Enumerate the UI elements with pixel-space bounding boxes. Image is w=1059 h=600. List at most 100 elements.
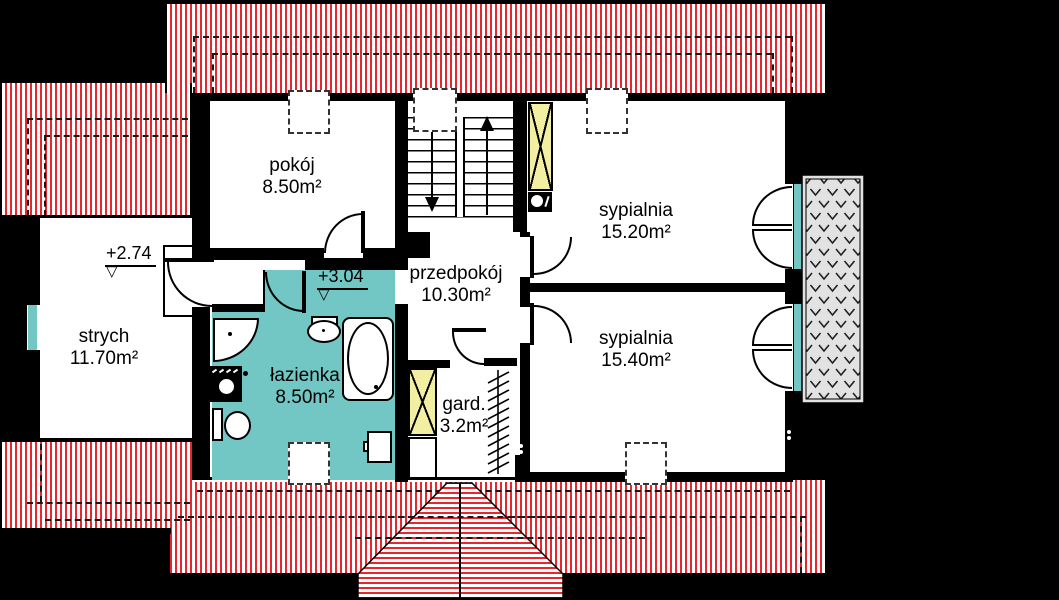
eave-line — [27, 502, 190, 504]
dashed-post — [625, 442, 667, 485]
wall-break-icon — [519, 444, 523, 448]
roof-area-left-upper — [0, 83, 192, 216]
room-name: przedpokój — [409, 263, 503, 284]
wall — [192, 101, 210, 262]
wall — [27, 217, 40, 305]
roof-edge — [825, 480, 827, 573]
eave-line — [44, 135, 188, 137]
roof-edge — [563, 573, 827, 579]
wall — [0, 215, 192, 218]
dashed-post — [288, 442, 330, 485]
wall-break-icon — [519, 450, 523, 454]
roof-edge — [165, 4, 167, 93]
level-value: +3.04 — [317, 266, 368, 290]
room-name: strych — [78, 326, 130, 347]
bathtub-drain — [374, 385, 378, 389]
level-marker: +3.04 ▽ — [317, 266, 368, 303]
level-marker: +2.74 ▽ — [105, 243, 156, 280]
cabinet-box — [367, 431, 392, 463]
eave-line — [212, 53, 772, 55]
room-area: 10.30m² — [421, 285, 491, 306]
roof-gable — [357, 482, 564, 599]
sink-drain — [322, 329, 325, 332]
door-leaf — [452, 328, 486, 332]
roof-edge — [825, 4, 827, 93]
door-leaf — [530, 303, 534, 345]
roof-edge — [0, 81, 166, 83]
eave-line — [45, 519, 190, 521]
room-label-sypialnia-1: sypialnia 15.20m² — [599, 200, 673, 244]
room-label-pokoj: pokój 8.50m² — [262, 155, 321, 199]
door-leaf — [361, 211, 365, 253]
roof-area-left-lower — [0, 442, 193, 530]
eave-line — [27, 118, 29, 216]
washer-door — [219, 379, 234, 394]
dashed-post — [586, 88, 628, 134]
wall — [263, 270, 266, 312]
door-leaf — [752, 344, 792, 346]
room-area: 8.50m² — [275, 387, 335, 408]
wardrobe-rail — [487, 370, 510, 474]
balcony-edge — [794, 172, 866, 174]
wall — [27, 350, 40, 438]
door-leaf — [165, 258, 214, 262]
roof-edge — [0, 83, 2, 215]
wall — [212, 304, 265, 312]
wall — [192, 248, 324, 260]
wall-break-icon — [787, 436, 791, 440]
cabinet-handle — [363, 441, 369, 452]
eave-line — [197, 490, 790, 492]
datum-triangle-icon: ▽ — [106, 263, 118, 280]
wall — [363, 248, 397, 260]
stairs-up-arrowhead-icon — [480, 116, 494, 131]
eave-line — [27, 118, 188, 120]
room-area: 15.40m² — [601, 350, 671, 371]
wall — [484, 358, 517, 366]
balcony-door-glazing — [794, 184, 802, 269]
roof-edge — [0, 442, 2, 530]
toilet-tank — [212, 408, 223, 441]
chimney-shaft — [528, 102, 553, 191]
eave-line — [791, 36, 793, 93]
wall — [395, 232, 430, 258]
room-label-sypialnia-2: sypialnia 15.40m² — [599, 328, 673, 372]
wall-break-icon — [787, 430, 791, 434]
room-label-garderoba: gard. 3.2m² — [440, 394, 489, 438]
door-leaf — [752, 224, 792, 226]
eave-line — [355, 537, 645, 539]
room-label-przedpokoj: przedpokój 10.30m² — [410, 263, 503, 307]
dashed-post — [288, 90, 330, 134]
wall — [192, 307, 210, 479]
balcony-door-glazing — [794, 304, 802, 391]
room-name: gard. — [442, 394, 486, 415]
eave-line — [212, 53, 214, 93]
room-area: 8.50m² — [262, 177, 322, 198]
room-label-lazienka: łazienka 8.50m² — [270, 365, 340, 409]
balcony — [801, 174, 865, 404]
wall — [395, 304, 408, 480]
wall — [785, 269, 802, 304]
stairs-up-arrow-icon — [486, 131, 488, 215]
room-name: sypialnia — [599, 328, 673, 349]
eave-line — [800, 516, 802, 573]
eave-line — [358, 516, 563, 518]
chimney-shaft — [408, 368, 437, 436]
roof-edge — [0, 528, 171, 534]
roof-edge — [190, 83, 192, 215]
room-area: 3.2m² — [439, 416, 489, 437]
washer-knob — [243, 371, 248, 376]
wall — [27, 438, 193, 442]
eave-line — [193, 36, 195, 93]
datum-triangle-icon: ▽ — [318, 286, 330, 303]
toilet-bowl — [224, 411, 251, 440]
wall — [513, 101, 527, 232]
eave-line — [193, 36, 791, 38]
room-area: 11.70m² — [69, 348, 139, 369]
room-name: łazienka — [270, 365, 340, 386]
duct-box — [408, 437, 437, 479]
stair-divider — [455, 117, 465, 217]
roof-edge — [188, 573, 358, 579]
room-area: 15.20m² — [601, 222, 671, 243]
wall — [528, 283, 785, 292]
